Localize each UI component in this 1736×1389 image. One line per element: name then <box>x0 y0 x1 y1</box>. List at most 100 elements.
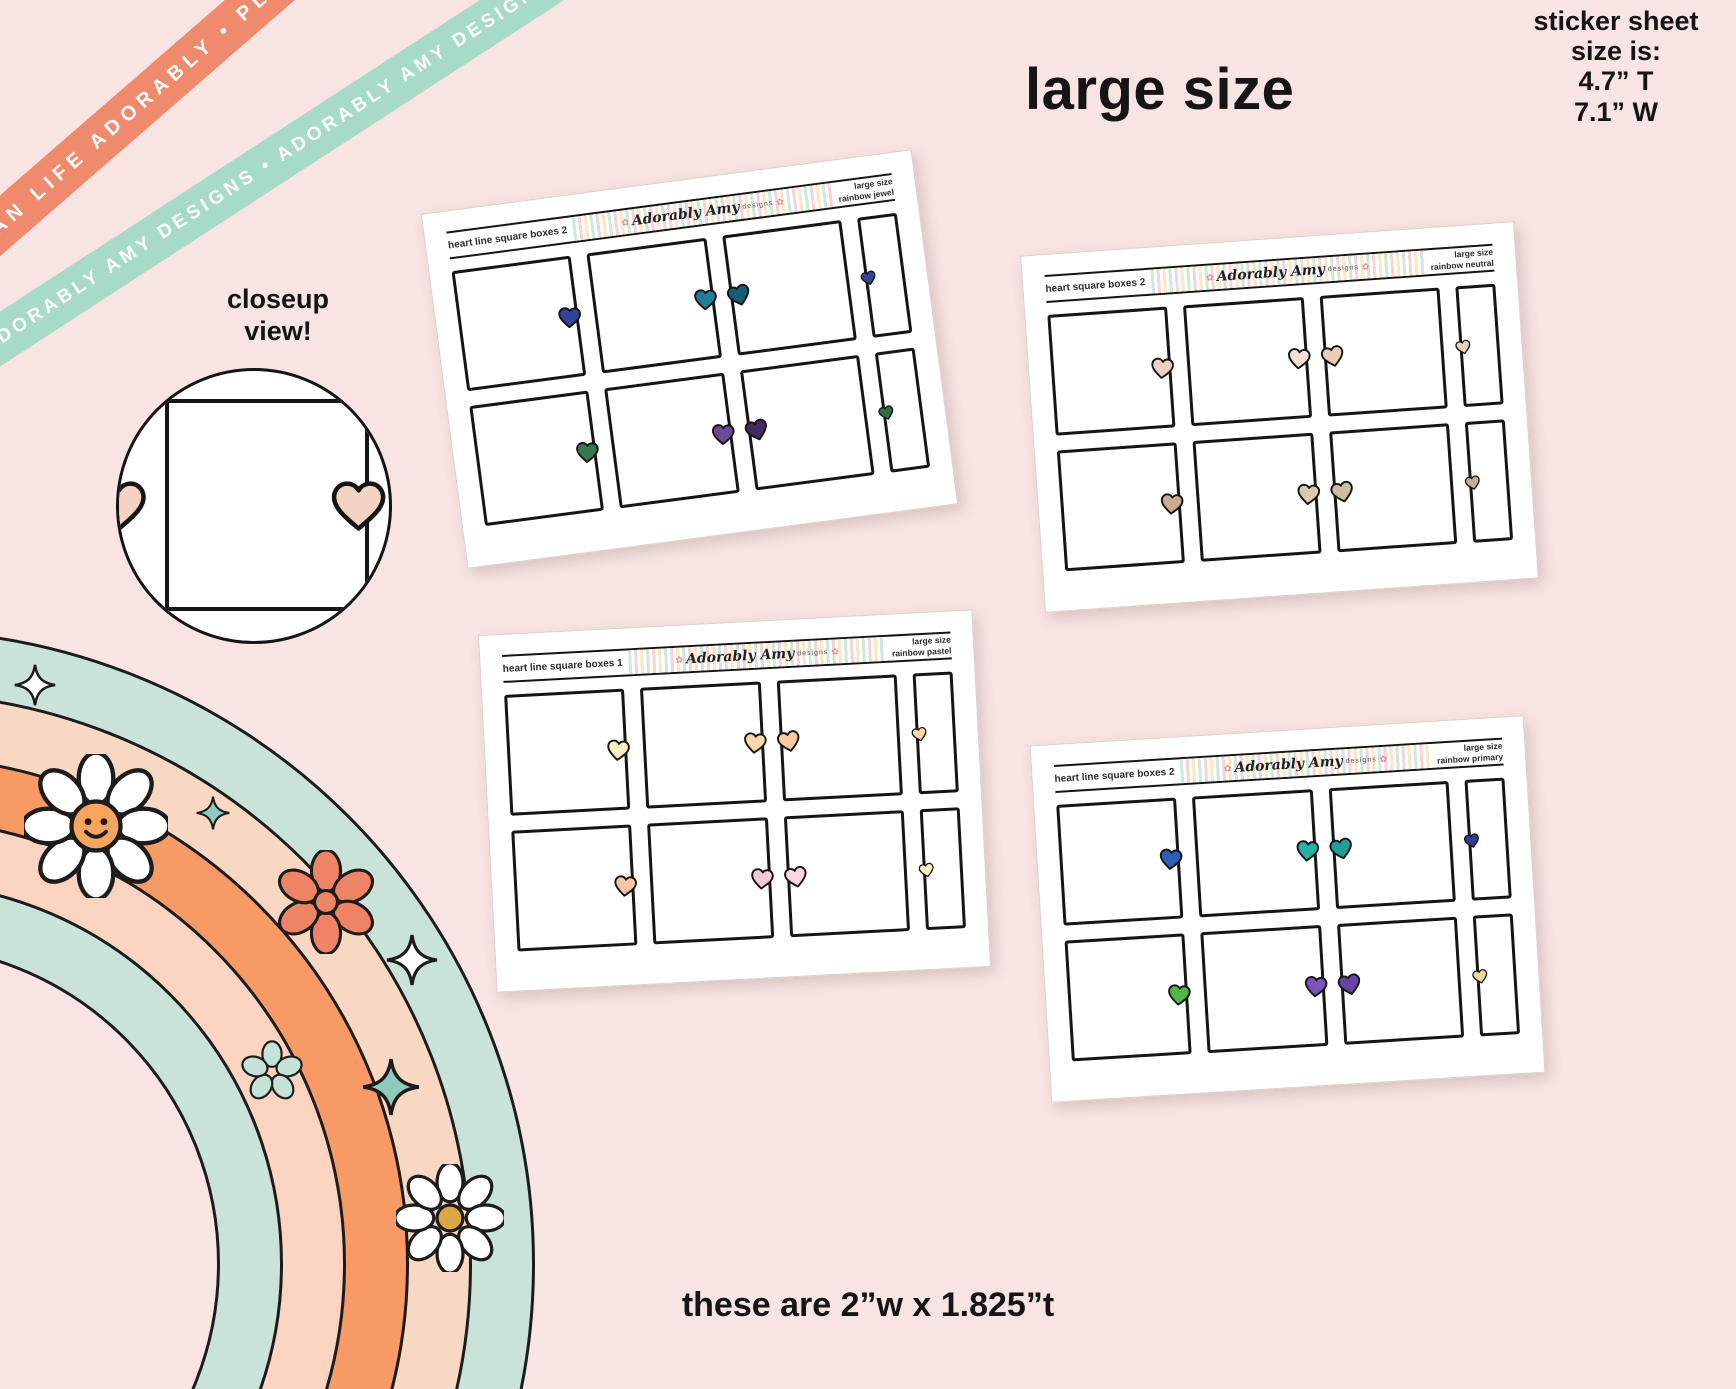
brand-strip: ✿ Adorably Amy designs ✿ <box>1179 743 1432 784</box>
square-box-sticker <box>451 255 587 392</box>
mint-flower-icon <box>241 1040 303 1100</box>
sheet-title: heart line square boxes 1 <box>502 657 623 675</box>
heart-sticker <box>604 735 632 763</box>
size-note-line: size is: <box>1570 36 1662 67</box>
heart-sticker <box>1158 489 1187 518</box>
dimensions-note: these are 2”w x 1.825”t <box>681 1286 1055 1324</box>
sheet-colorway: large size rainbow pastel <box>891 634 952 659</box>
sheet-colorway: large size rainbow jewel <box>838 176 895 205</box>
sheet-body <box>1056 777 1521 1062</box>
heart-sticker <box>917 860 936 879</box>
sheet-colorway: large size rainbow primary <box>1436 740 1504 766</box>
square-box-sticker <box>647 817 775 945</box>
square-box-sticker <box>1047 306 1177 436</box>
heart-sticker <box>1471 966 1490 985</box>
square-box-sticker <box>739 354 875 491</box>
brand-name: Adorably Amy <box>630 199 741 230</box>
narrow-box-sticker <box>917 807 966 931</box>
narrow-box-sticker <box>1471 913 1521 1037</box>
sheet-body <box>451 212 931 527</box>
brand-name: Adorably Amy <box>685 645 795 668</box>
heart-sticker <box>859 267 879 287</box>
sticker-sheet-size-note: sticker sheet size is: 4.7” T 7.1” W <box>1504 6 1728 127</box>
brand-strip: ✿ Adorably Amy designs ✿ <box>628 636 887 675</box>
square-box-sticker <box>1200 924 1330 1054</box>
box-row <box>1047 283 1504 436</box>
narrow-box-sticker <box>1454 283 1504 408</box>
daisy-smiley-icon <box>24 754 168 898</box>
heart-sticker <box>327 473 389 537</box>
square-box-sticker <box>1183 297 1312 427</box>
flower-icon: ✿ <box>831 645 840 657</box>
ribbon-plan-life: PLAN LIFE ADORABLY • PLAN LIFE AD <box>0 0 439 296</box>
narrow-box-sticker <box>1462 777 1512 901</box>
square-box-sticker <box>469 390 605 527</box>
flower-icon: ✿ <box>1379 753 1388 764</box>
box-row <box>1056 777 1512 926</box>
heart-sticker <box>1293 836 1322 865</box>
box-row <box>451 212 913 392</box>
heart-sticker <box>741 414 771 444</box>
sparkle-icon <box>196 796 230 830</box>
brand-sub: designs <box>797 648 829 658</box>
heart-sticker <box>1335 970 1364 999</box>
closeup-label: closeup view! <box>226 284 330 346</box>
heart-sticker <box>612 871 640 899</box>
box-row <box>1056 419 1514 572</box>
flower-icon: ✿ <box>1205 271 1215 283</box>
square-box-sticker <box>640 681 769 809</box>
square-box-sticker <box>1328 423 1458 553</box>
square-box-sticker <box>586 237 722 374</box>
closeup-square-box <box>165 399 386 611</box>
heart-sticker <box>573 436 603 466</box>
sheet-body <box>1047 283 1514 572</box>
heart-sticker <box>1462 831 1481 850</box>
heart-sticker <box>1157 844 1186 873</box>
sheet-title: heart line square boxes 2 <box>447 224 568 251</box>
heart-sticker <box>1328 477 1357 506</box>
heart-sticker <box>1301 972 1330 1001</box>
heart-sticker <box>1454 337 1473 356</box>
size-note-line: 4.7” T <box>1578 66 1654 97</box>
square-box-sticker <box>504 688 632 816</box>
coral-flower-icon <box>277 850 375 954</box>
square-box-sticker <box>1328 780 1457 910</box>
square-box-sticker <box>1056 442 1187 572</box>
heart-sticker <box>910 724 929 743</box>
star-icon <box>362 1058 420 1116</box>
square-box-sticker <box>1319 287 1448 417</box>
square-box-sticker <box>511 824 640 952</box>
heart-sticker <box>690 284 720 314</box>
sheet-body <box>504 671 966 952</box>
heart-sticker <box>1463 473 1482 492</box>
brand-strip: ✿ Adorably Amy designs ✿ <box>1150 250 1426 294</box>
narrow-box-sticker <box>874 347 931 473</box>
narrow-box-sticker <box>910 671 959 795</box>
heart-sticker <box>708 419 738 449</box>
square-box-sticker <box>1335 916 1465 1045</box>
daisy-icon <box>396 1164 504 1272</box>
heart-sticker <box>555 302 585 332</box>
square-box-sticker <box>1056 797 1186 926</box>
narrow-box-sticker <box>1463 419 1514 543</box>
flower-icon: ✿ <box>775 195 785 207</box>
heart-sticker <box>876 402 896 422</box>
heart-sticker <box>1165 980 1194 1009</box>
flower-icon: ✿ <box>1223 762 1232 774</box>
closeup-view-circle <box>116 368 392 644</box>
heart-sticker <box>741 728 769 756</box>
brand-sub: designs <box>741 199 774 211</box>
heart-sticker <box>1294 479 1323 508</box>
size-note-line: sticker sheet <box>1533 6 1699 36</box>
sticker-sheet-rainbow-neutral: heart square boxes 2 ✿ Adorably Amy desi… <box>1020 221 1539 613</box>
square-box-sticker <box>604 372 740 509</box>
square-box-sticker <box>1192 789 1322 918</box>
heart-sticker <box>1148 353 1177 382</box>
sticker-sheet-rainbow-pastel: heart line square boxes 1 ✿ Adorably Amy… <box>477 609 992 993</box>
brand-name: Adorably Amy <box>1234 753 1344 776</box>
sparkle-icon <box>14 664 56 706</box>
brand-sub: designs <box>1327 263 1360 273</box>
heart-sticker-partial <box>119 473 151 537</box>
square-box-sticker <box>783 810 911 938</box>
